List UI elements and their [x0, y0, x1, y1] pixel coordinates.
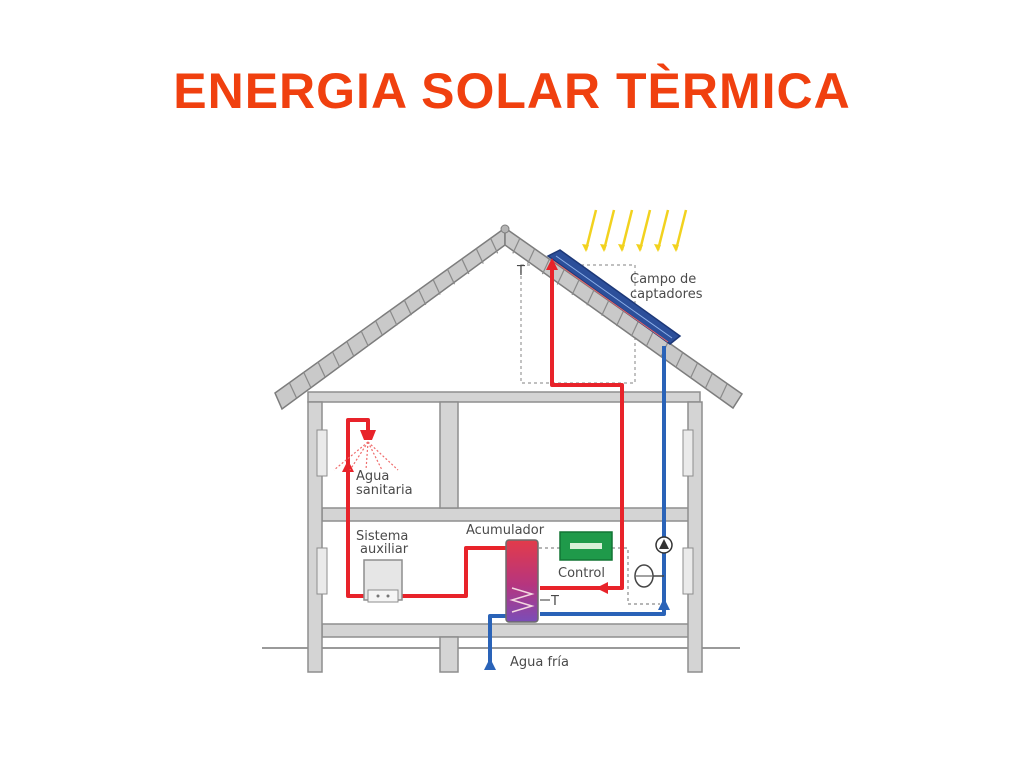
right-window-lower	[682, 547, 694, 595]
roof-ridge-cap	[500, 224, 510, 234]
inner-wall-lower	[439, 636, 459, 673]
roof-tile-line	[446, 268, 456, 285]
label-tank-temp-sensor: T	[550, 594, 559, 609]
attic-floor-slab	[307, 391, 701, 403]
house-structure	[307, 391, 703, 673]
roof-tile-line	[630, 321, 639, 337]
control-unit	[559, 531, 613, 561]
label-sanitary-line2: sanitaria	[356, 483, 413, 498]
auxiliary-system-unit	[363, 559, 403, 603]
shower-spray-line	[333, 441, 369, 471]
inner-wall-upper	[439, 401, 459, 509]
hot-water-pipes	[346, 262, 624, 598]
roof-tile-line	[360, 330, 369, 347]
shower-spray-line	[367, 441, 383, 471]
tank-heat-exchanger-coil	[509, 587, 535, 613]
accumulator-tank	[505, 539, 539, 623]
tank-to-collector-return-pipe	[540, 346, 666, 616]
roof-tile-line	[719, 383, 728, 399]
right-window-upper	[682, 429, 694, 477]
roof-tile-line	[704, 372, 713, 389]
roof-tile-line	[615, 310, 625, 327]
roof-tile-line	[586, 289, 595, 306]
sun-ray	[620, 209, 634, 251]
label-collector-line2: captadores	[630, 287, 703, 302]
sun-ray-arrowhead	[600, 244, 607, 252]
left-window-lower	[316, 547, 328, 595]
sun-ray-arrowhead	[654, 244, 661, 252]
sun-ray	[638, 209, 652, 251]
label-sanitary-line1: Agua	[356, 469, 389, 484]
expansion-vessel	[634, 564, 664, 588]
roof-tile-line	[389, 310, 398, 326]
roof-tile-line	[690, 362, 699, 379]
left-window-upper	[316, 429, 328, 477]
label-cold-water: Agua fría	[510, 655, 569, 670]
sun-ray-arrowhead	[582, 244, 589, 252]
roof-left-slope	[274, 226, 506, 411]
shower-spray-line	[365, 441, 369, 471]
shower-spray-line	[367, 441, 399, 471]
roof-tile-line	[541, 258, 550, 275]
hot-flow-arrow-collector	[546, 258, 558, 270]
label-accumulator: Acumulador	[466, 523, 545, 538]
roof-tile-line	[346, 341, 355, 357]
sun-ray-arrowhead	[618, 244, 625, 252]
circulation-pump	[655, 536, 673, 554]
roof-tile-line	[571, 279, 580, 296]
roof-right-slope	[504, 226, 744, 410]
roof-tile-line	[475, 248, 484, 264]
sun-ray	[674, 209, 688, 251]
roof	[274, 224, 744, 411]
sun-ray	[584, 209, 598, 251]
label-roof-temp-sensor: T	[516, 264, 525, 279]
roof-tile-line	[432, 279, 441, 295]
roof-tile-line	[512, 238, 521, 254]
tank-to-auxiliary-pipe	[402, 546, 508, 598]
auxiliary-to-shower-pipe	[346, 418, 372, 598]
cold-flow-arrow-return	[658, 598, 670, 610]
sun-ray-arrowhead	[636, 244, 643, 252]
label-auxiliary-line2: auxiliar	[360, 542, 409, 557]
middle-floor-slab	[321, 507, 691, 522]
collector-to-tank-pipe	[540, 262, 624, 590]
shower-spray	[333, 441, 399, 471]
roof-tile-line	[303, 372, 312, 388]
label-auxiliary-line1: Sistema	[356, 529, 408, 544]
cold-supply-pipe	[488, 614, 512, 664]
label-collector-line1: Campo de	[630, 272, 696, 287]
roof-tile-line	[490, 238, 499, 254]
solar-collector	[546, 249, 682, 345]
shower-head	[333, 430, 399, 471]
roof-tile-line	[527, 248, 536, 265]
roof-tile-line	[601, 300, 610, 316]
shower-spray-line	[349, 441, 369, 471]
roof-tile-line	[418, 289, 427, 306]
roof-tile-line	[375, 320, 384, 337]
slide-title: ENERGIA SOLAR TÈRMICA	[173, 63, 851, 119]
sun-ray	[656, 209, 670, 251]
hot-flow-arrow-shower	[342, 460, 354, 472]
hot-flow-arrow-tank	[596, 582, 608, 594]
ground-floor-slab	[321, 623, 691, 638]
roof-tile-lines	[288, 238, 728, 399]
roof-tile-line	[317, 361, 326, 378]
sun-rays	[582, 209, 688, 252]
sun-ray-arrowhead	[672, 244, 679, 252]
roof-tile-line	[556, 269, 565, 285]
roof-tile-line	[461, 258, 470, 275]
roof-tile-line	[288, 382, 297, 398]
roof-tile-line	[645, 331, 654, 348]
label-control: Control	[558, 566, 605, 581]
roof-tile-line	[331, 351, 341, 368]
cold-flow-arrow-supply	[484, 658, 496, 670]
roof-tile-line	[403, 299, 412, 316]
sun-ray	[602, 209, 616, 251]
cold-water-pipes	[488, 346, 666, 664]
roof-tile-line	[675, 352, 684, 368]
